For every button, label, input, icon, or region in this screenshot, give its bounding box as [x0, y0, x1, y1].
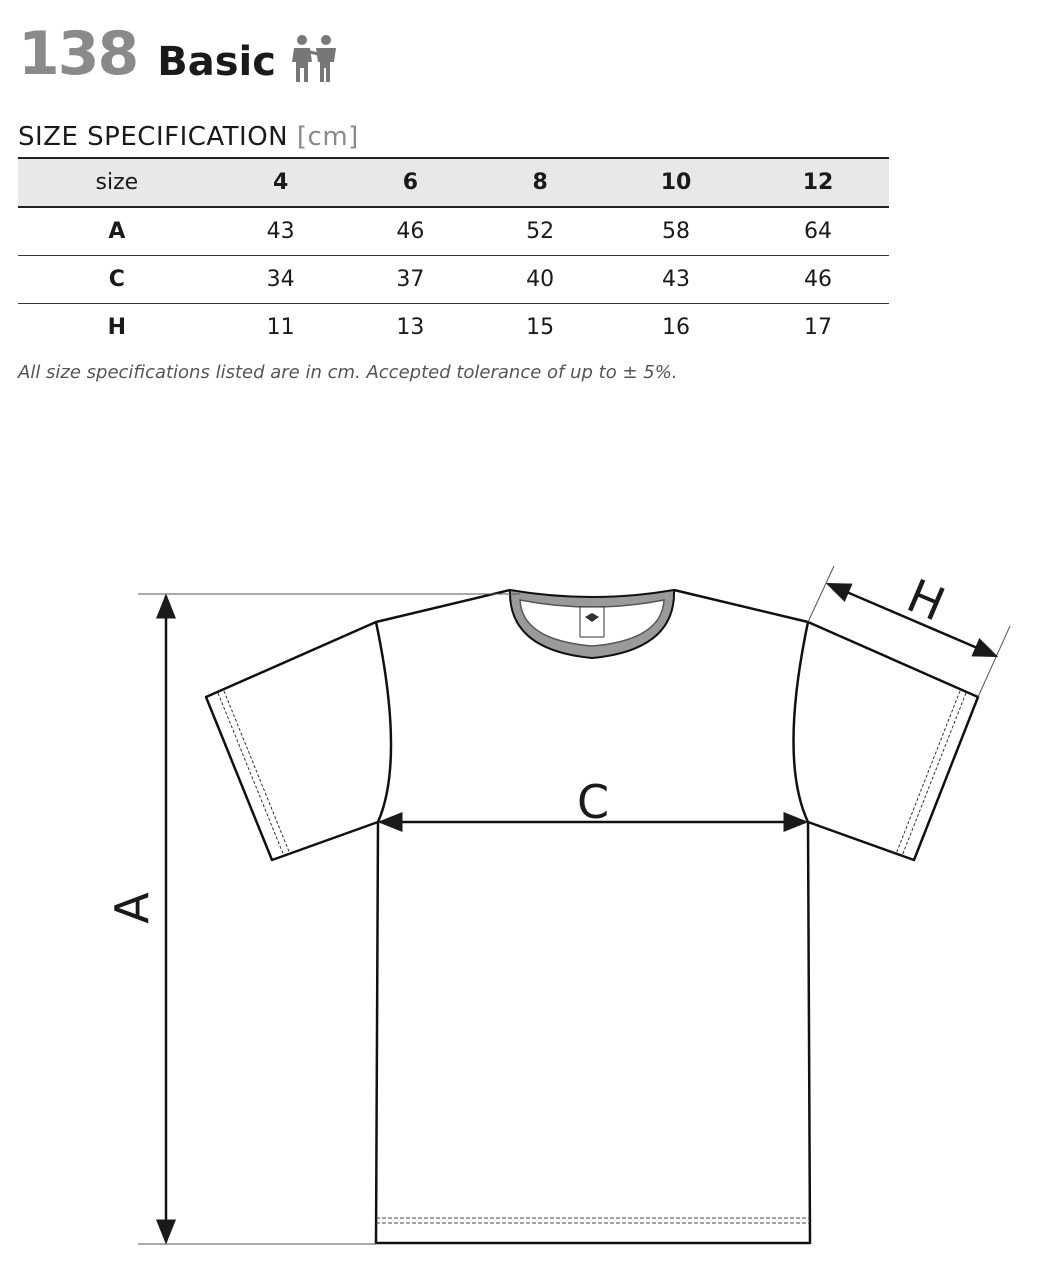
- table-cell: 40: [526, 267, 555, 292]
- header-size: 4: [272, 170, 289, 195]
- table-cell: 13: [396, 315, 425, 340]
- table-row: C 34 37 40 43 46: [18, 256, 889, 304]
- dimension-h-label: H: [900, 568, 953, 631]
- table-row: A 43 46 52 58 64: [18, 207, 889, 256]
- header-size: 12: [802, 170, 834, 195]
- header-size: 10: [660, 170, 692, 195]
- table-cell: 43: [662, 267, 691, 292]
- table-cell: 52: [526, 219, 555, 244]
- table-cell: 58: [662, 219, 691, 244]
- tshirt-diagram: A C H: [105, 565, 1011, 1245]
- kids-icon: [291, 35, 336, 82]
- product-name: Basic: [157, 39, 276, 85]
- tolerance-note: All size specifications listed are in cm…: [18, 362, 678, 383]
- table-cell: 34: [266, 267, 295, 292]
- table-cell: 43: [266, 219, 295, 244]
- spec-title: SIZE SPECIFICATION [cm]: [18, 122, 359, 152]
- table-cell: 37: [396, 267, 425, 292]
- left-armhole: [374, 621, 393, 823]
- dimension-h-arrow: [825, 582, 999, 658]
- size-table: size 4 6 8 10 12 A 43 46 52 58 64 C 34 3…: [18, 157, 889, 351]
- table-cell: 46: [396, 219, 425, 244]
- table-cell: 16: [662, 315, 691, 340]
- right-armhole: [792, 621, 810, 823]
- table-cell: 46: [804, 267, 832, 292]
- table-cell: 11: [266, 315, 295, 340]
- spec-title-text: SIZE SPECIFICATION: [18, 122, 289, 152]
- row-label: A: [108, 219, 126, 244]
- product-code: 138: [18, 19, 139, 89]
- tshirt-outline: [204, 588, 980, 1245]
- table-cell: 17: [804, 315, 832, 340]
- table-cell: 15: [526, 315, 555, 340]
- table-header-row: size 4 6 8 10 12: [18, 158, 889, 207]
- dimension-c-label: C: [577, 775, 609, 829]
- header-size: 6: [402, 170, 419, 195]
- row-label: H: [107, 315, 127, 340]
- row-label: C: [108, 267, 125, 292]
- table-cell: 64: [804, 219, 832, 244]
- dimension-a-label: A: [105, 892, 159, 924]
- header-size-label: size: [95, 170, 139, 195]
- product-header: 138 Basic: [18, 14, 336, 84]
- table-row: H 11 13 15 16 17: [18, 304, 889, 352]
- spec-unit: [cm]: [296, 122, 359, 152]
- header-size: 8: [532, 170, 548, 195]
